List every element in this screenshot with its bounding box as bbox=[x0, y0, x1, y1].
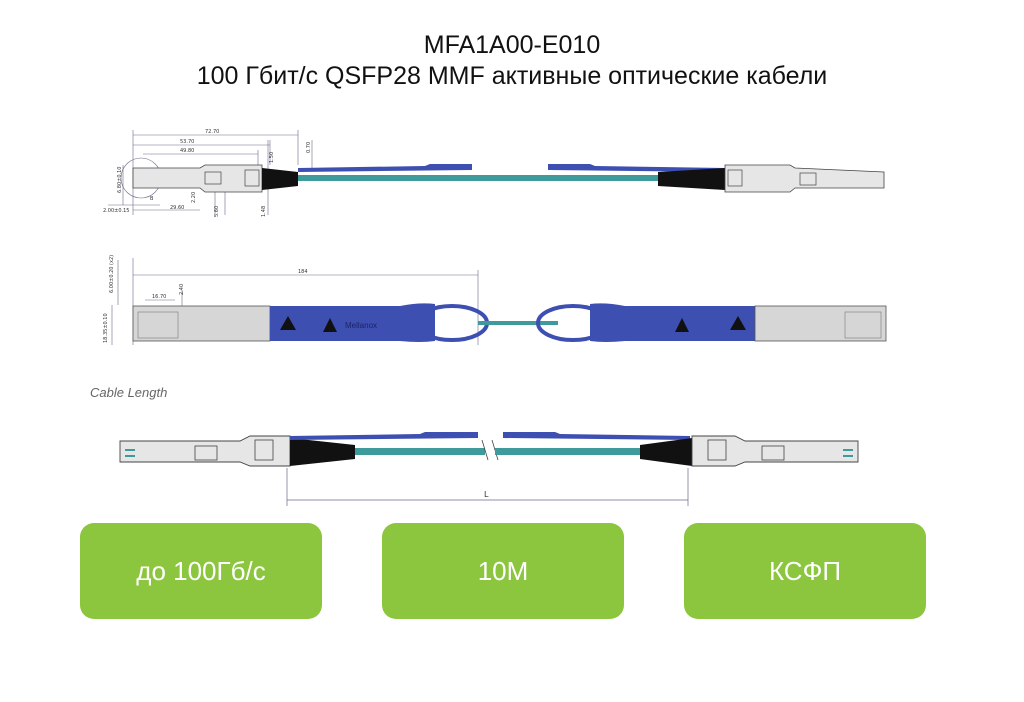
dim-label: 18.35±0.10 bbox=[103, 313, 109, 343]
length-symbol: L bbox=[484, 490, 489, 499]
product-subtitle: 100 Гбит/с QSFP28 MMF активные оптически… bbox=[196, 62, 828, 90]
dim-label: 49.80 bbox=[180, 148, 194, 154]
dim-label: 5.60 bbox=[214, 206, 220, 217]
dim-label: 53.70 bbox=[180, 139, 194, 145]
dim-label: 184 bbox=[298, 269, 308, 275]
dim-label: 29.60 bbox=[170, 205, 184, 211]
dim-label: 16.70 bbox=[152, 294, 166, 300]
cable-length-view: L bbox=[119, 432, 859, 506]
dim-label: 1.50 bbox=[269, 152, 275, 163]
dim-label: B bbox=[150, 196, 154, 202]
side-view: 184 16.70 2.40 6.00±0.20 (x2) 18.35±0.10… bbox=[103, 255, 887, 345]
dim-label: 2.40 bbox=[179, 284, 185, 295]
cable-length-caption: Cable Length bbox=[90, 385, 168, 400]
dim-label: 72.70 bbox=[205, 129, 219, 135]
brand-logo-text: Mellanox bbox=[345, 321, 377, 330]
form-factor-badge: КСФП bbox=[684, 523, 926, 619]
dim-label: 6.80±0.10 bbox=[117, 167, 123, 193]
dim-label: 2.20 bbox=[191, 192, 197, 203]
dim-label: 2.00±0.15 bbox=[103, 208, 129, 214]
length-badge: 10М bbox=[382, 523, 624, 619]
top-view: 72.70 53.70 49.80 0.70 1.50 6.80±0.10 2.… bbox=[103, 129, 885, 217]
cable-technical-drawing: 72.70 53.70 49.80 0.70 1.50 6.80±0.10 2.… bbox=[103, 129, 887, 506]
page-title: MFA1A00-E010 100 Гбит/с QSFP28 MMF актив… bbox=[0, 30, 1024, 92]
model-number: MFA1A00-E010 bbox=[423, 31, 601, 59]
speed-badge: до 100Гб/с bbox=[80, 523, 322, 619]
dim-label: 6.00±0.20 (x2) bbox=[109, 255, 115, 293]
dim-label: 0.70 bbox=[306, 142, 312, 153]
dim-label: 1.48 bbox=[261, 206, 267, 217]
